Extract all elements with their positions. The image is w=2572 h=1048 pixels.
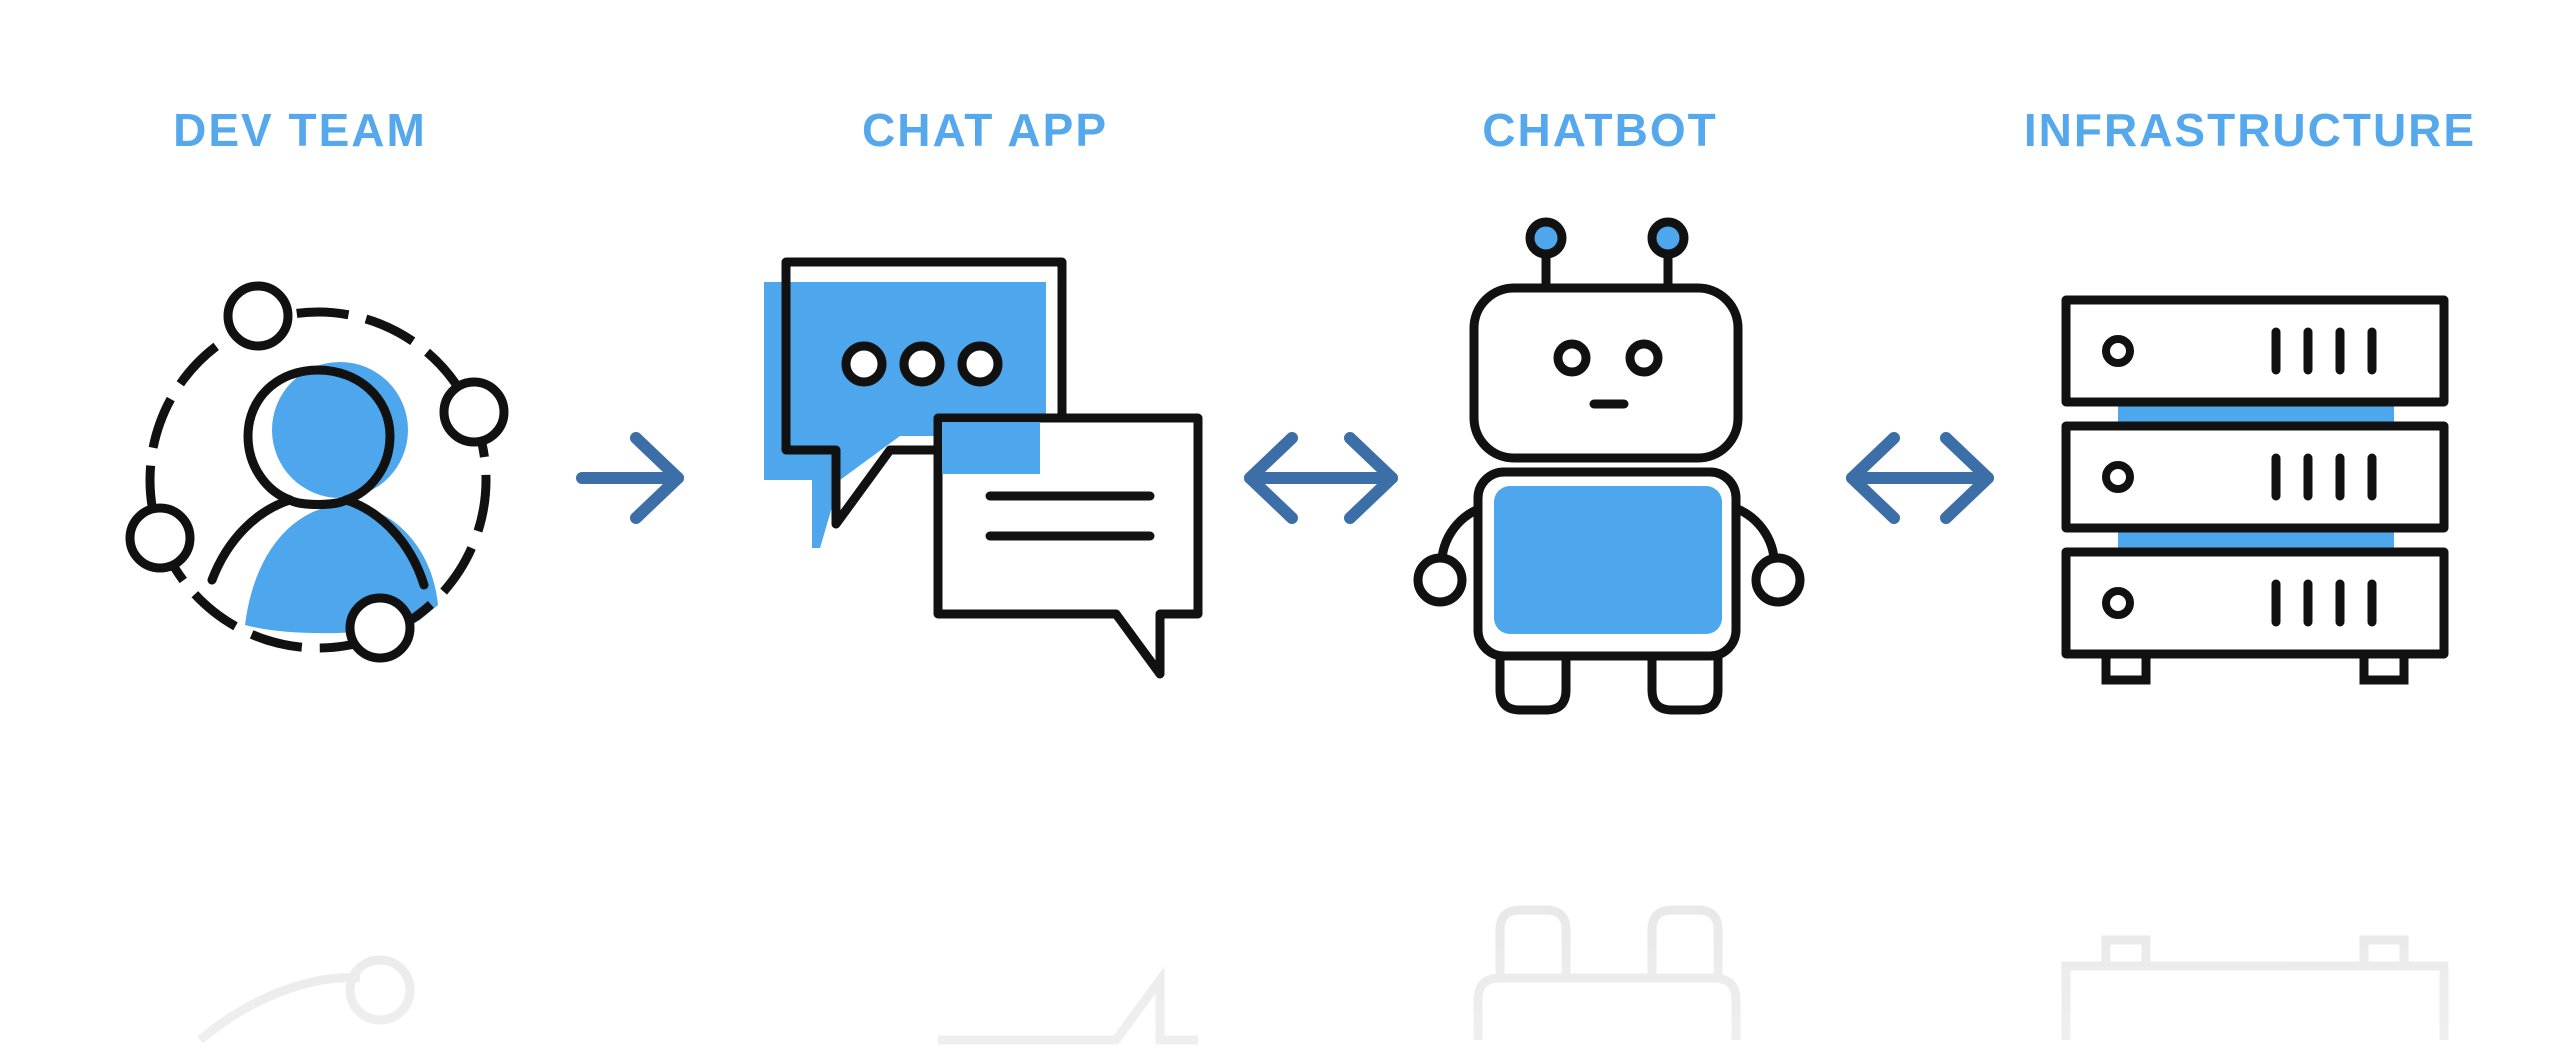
team-network-icon: [125, 281, 509, 663]
double-arrow-icon: [1846, 432, 1994, 524]
reflection-fade: [0, 880, 2572, 1048]
dev-team-label: DEV TEAM: [173, 104, 427, 156]
right-arrow-icon: [576, 432, 684, 524]
robot-icon: [1413, 217, 1805, 715]
chat-bubbles-icon: [764, 257, 1203, 679]
infrastructure-label: INFRASTRUCTURE: [2023, 104, 2477, 156]
server-rack-icon: [2061, 295, 2449, 685]
double-arrow-icon: [1244, 432, 1398, 524]
chat-app-label: CHAT APP: [862, 104, 1108, 156]
chatbot-label: CHATBOT: [1482, 104, 1718, 156]
